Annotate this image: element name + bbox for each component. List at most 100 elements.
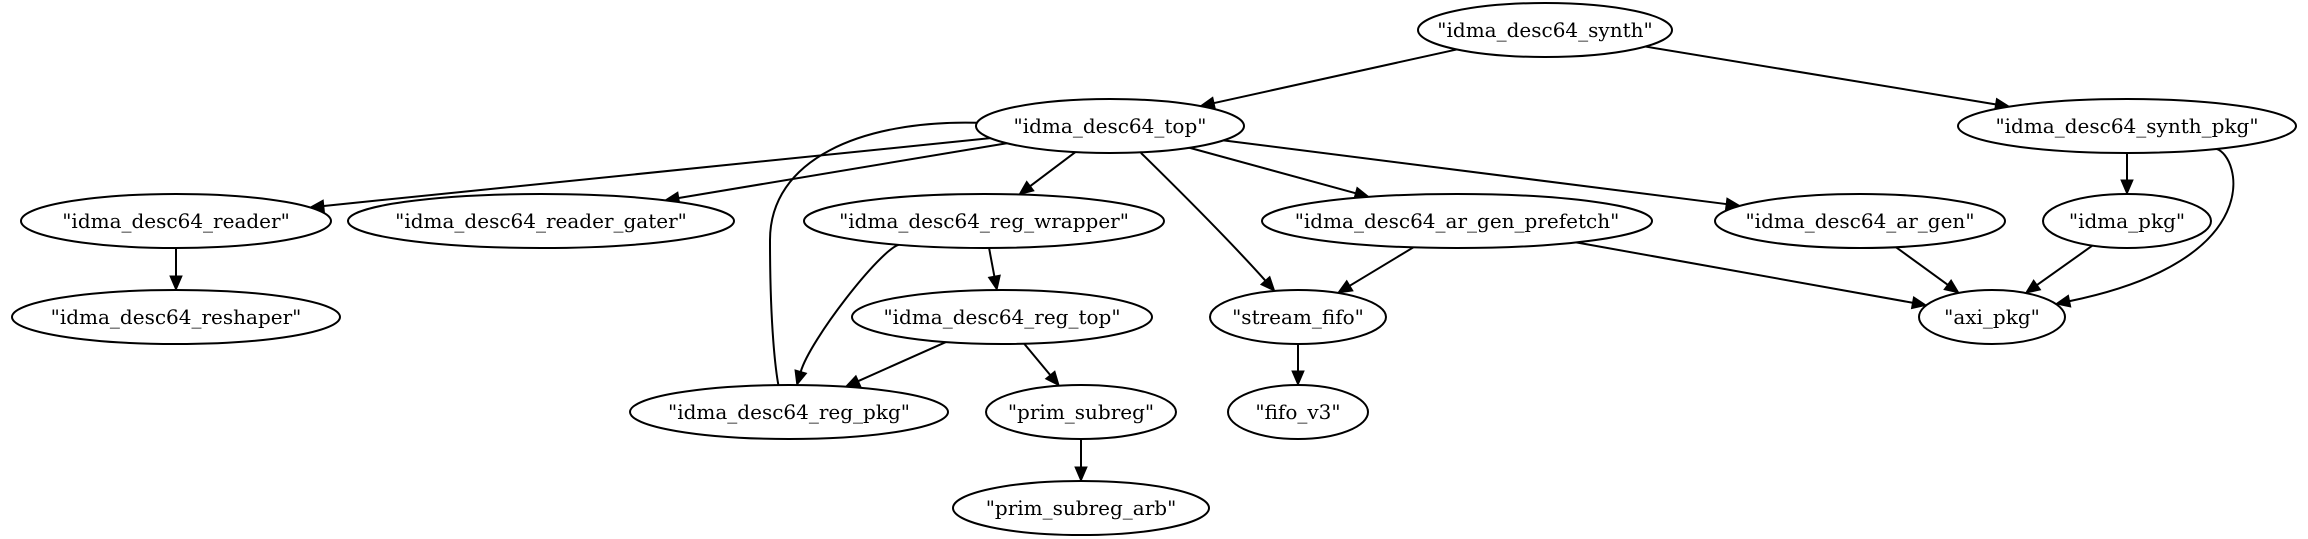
node-ellipse xyxy=(2042,193,2212,249)
edge-synth-to-synth-pkg xyxy=(1645,45,2011,111)
edge-reader-to-reshaper xyxy=(169,248,183,292)
edge-prim-subreg-to-prim-subreg-arb xyxy=(1074,439,1088,483)
edge-reg-wrapper-to-reg-top xyxy=(987,247,1001,292)
edge-line xyxy=(1213,48,1458,105)
node-top: "idma_desc64_top" xyxy=(975,98,1245,154)
node-reg-top: "idma_desc64_reg_top" xyxy=(851,289,1153,345)
node-label: "idma_desc64_reshaper" xyxy=(51,305,302,329)
edge-line xyxy=(1189,146,1356,195)
edge-line xyxy=(1023,343,1051,376)
node-prim-subreg: "prim_subreg" xyxy=(985,384,1177,440)
node-label: "idma_desc64_ar_gen_prefetch" xyxy=(1295,209,1620,233)
arrowhead-icon xyxy=(1018,180,1035,196)
node-label: "idma_desc64_top" xyxy=(1014,114,1207,138)
node-label: "idma_desc64_ar_gen" xyxy=(1745,209,1974,233)
node-label: "prim_subreg_arb" xyxy=(986,496,1177,520)
edge-line xyxy=(1029,151,1077,187)
node-label: "idma_desc64_synth_pkg" xyxy=(1995,114,2258,138)
node-ellipse xyxy=(985,384,1177,440)
node-label: "idma_desc64_reg_wrapper" xyxy=(839,209,1129,233)
edge-ar-gen-prefetch-to-axi-pkg xyxy=(1575,241,1928,310)
node-idma-pkg: "idma_pkg" xyxy=(2042,193,2212,249)
edge-synth-pkg-to-idma-pkg xyxy=(2120,153,2134,196)
arrowhead-icon xyxy=(844,374,862,388)
edge-line xyxy=(1575,241,1913,304)
edge-top-to-stream-fifo xyxy=(1139,151,1276,292)
node-ellipse xyxy=(1957,98,2297,154)
arrowhead-icon xyxy=(1943,278,1960,294)
node-reg-pkg: "idma_desc64_reg_pkg" xyxy=(629,384,949,440)
node-reader: "idma_desc64_reader" xyxy=(20,193,332,249)
node-ellipse xyxy=(851,289,1153,345)
edge-line xyxy=(768,121,977,398)
edge-line xyxy=(1223,139,1727,206)
edge-line xyxy=(2069,147,2235,303)
node-label: "idma_desc64_reader_gater" xyxy=(395,209,687,233)
node-ellipse xyxy=(20,193,332,249)
graph-edges xyxy=(169,45,2235,483)
edge-stream-fifo-to-fifo-v3 xyxy=(1291,344,1305,387)
edge-line xyxy=(799,243,900,372)
arrowhead-icon xyxy=(2120,179,2134,196)
edge-line xyxy=(1349,246,1414,287)
node-label: "stream_fifo" xyxy=(1232,305,1364,329)
edge-line xyxy=(988,247,996,277)
edge-ar-gen-prefetch-to-stream-fifo xyxy=(1336,246,1414,294)
node-ellipse xyxy=(1417,2,1673,58)
node-label: "idma_desc64_reg_pkg" xyxy=(668,400,910,424)
arrowhead-icon xyxy=(1044,370,1060,387)
node-ellipse xyxy=(11,289,341,345)
node-ellipse xyxy=(975,98,1245,154)
node-axi-pkg: "axi_pkg" xyxy=(1918,289,2066,345)
arrowhead-icon xyxy=(987,274,1001,292)
edge-synth-to-top xyxy=(1199,48,1458,110)
node-ellipse xyxy=(1209,289,1387,345)
node-stream-fifo: "stream_fifo" xyxy=(1209,289,1387,345)
edge-line xyxy=(1895,246,1949,286)
edge-ar-gen-to-axi-pkg xyxy=(1895,246,1960,294)
node-ellipse xyxy=(629,384,949,440)
node-ellipse xyxy=(1227,384,1369,440)
edge-line xyxy=(2036,244,2093,286)
node-label: "idma_desc64_synth" xyxy=(1437,18,1652,42)
edge-reg-wrapper-to-reg-pkg xyxy=(794,243,900,387)
node-label: "idma_desc64_reg_top" xyxy=(883,305,1120,329)
node-synth: "idma_desc64_synth" xyxy=(1417,2,1673,58)
arrowhead-icon xyxy=(2024,279,2042,294)
edge-idma-pkg-to-axi-pkg xyxy=(2024,244,2093,294)
node-ellipse xyxy=(1261,193,1653,249)
arrowhead-icon xyxy=(1910,296,1928,310)
arrowhead-icon xyxy=(1074,466,1088,483)
node-reshaper: "idma_desc64_reshaper" xyxy=(11,289,341,345)
arrowhead-icon xyxy=(2054,294,2072,308)
node-label: "prim_subreg" xyxy=(1008,400,1154,424)
node-reg-wrapper: "idma_desc64_reg_wrapper" xyxy=(803,193,1165,249)
node-synth-pkg: "idma_desc64_synth_pkg" xyxy=(1957,98,2297,154)
node-label: "idma_desc64_reader" xyxy=(62,209,290,233)
node-ar-gen: "idma_desc64_ar_gen" xyxy=(1714,193,2006,249)
node-ellipse xyxy=(347,193,735,249)
arrowhead-icon xyxy=(1259,275,1276,292)
edge-reg-top-to-reg-pkg xyxy=(844,341,947,388)
edge-reg-top-to-prim-subreg xyxy=(1023,343,1060,387)
edge-line xyxy=(857,341,947,382)
node-label: "axi_pkg" xyxy=(1944,305,2040,329)
arrowhead-icon xyxy=(1336,279,1354,294)
node-ellipse xyxy=(1918,289,2066,345)
arrowhead-icon xyxy=(169,275,183,292)
edge-top-to-reg-wrapper xyxy=(1018,151,1077,196)
edge-synth-pkg-to-axi-pkg xyxy=(2054,147,2235,308)
node-fifo-v3: "fifo_v3" xyxy=(1227,384,1369,440)
edge-line xyxy=(323,137,991,207)
node-ellipse xyxy=(1714,193,2006,249)
node-label: "fifo_v3" xyxy=(1255,400,1340,424)
arrowhead-icon xyxy=(1291,370,1305,387)
node-ellipse xyxy=(952,480,1210,536)
edge-line xyxy=(1139,151,1267,282)
edge-line xyxy=(678,142,1007,199)
node-prim-subreg-arb: "prim_subreg_arb" xyxy=(952,480,1210,536)
node-ar-gen-prefetch: "idma_desc64_ar_gen_prefetch" xyxy=(1261,193,1653,249)
edge-line xyxy=(1645,45,1996,106)
edge-top-to-reg-pkg xyxy=(768,121,977,402)
